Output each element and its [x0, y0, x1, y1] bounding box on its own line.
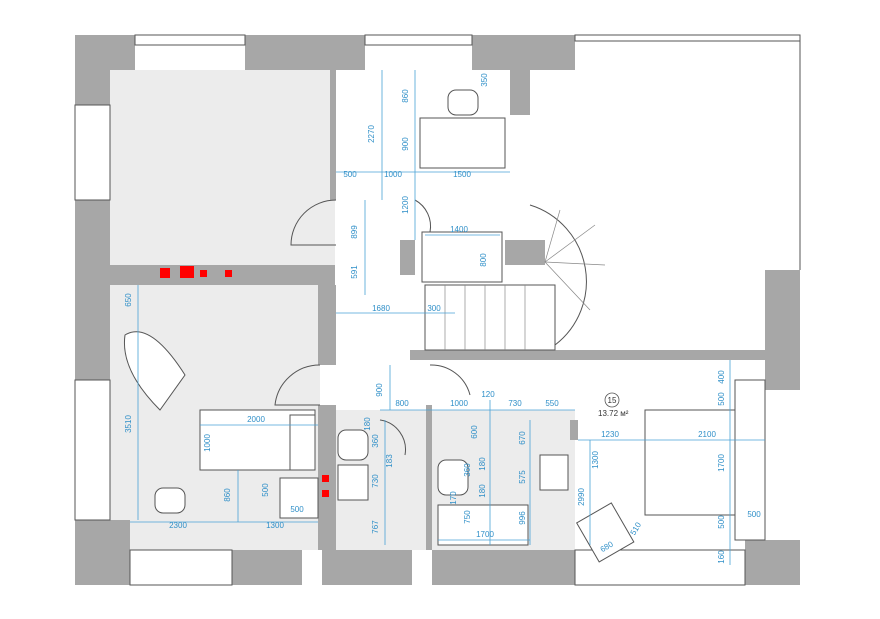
dimension-label-510: 510 [629, 520, 644, 537]
furniture [123, 89, 766, 563]
dimension-label-500: 500 [717, 392, 726, 406]
dimension-label-500: 500 [290, 505, 304, 514]
dimension-label-183: 183 [385, 454, 394, 468]
red-markers [160, 266, 329, 497]
dimension-label-996: 996 [518, 511, 527, 525]
dimension-label-1000: 1000 [450, 399, 468, 408]
dimension-label-1300: 1300 [591, 451, 600, 469]
dimension-label-1400: 1400 [450, 225, 468, 234]
exterior-walls [75, 35, 800, 585]
dimension-label-860: 860 [223, 488, 232, 502]
dimension-label-500: 500 [343, 170, 357, 179]
dimension-label-1000: 1000 [384, 170, 402, 179]
dimension-label-2000: 2000 [247, 415, 265, 424]
dimension-label-2990: 2990 [577, 488, 586, 506]
dimension-label-591: 591 [350, 265, 359, 279]
dimension-label-180: 180 [363, 417, 372, 431]
windows [74, 34, 801, 586]
dimension-label-120: 120 [481, 390, 495, 399]
dimension-labels: 350 860 2270 900 500 1000 1500 1200 899 1400 800 59… [124, 73, 761, 564]
dimension-label-900: 900 [375, 383, 384, 397]
dimension-lines [130, 70, 765, 565]
room-number: 15 [608, 396, 617, 405]
dimension-label-360: 360 [371, 434, 380, 448]
room-label: 15 13.72 м² [598, 392, 629, 418]
dimension-label-1230: 1230 [601, 430, 619, 439]
dimension-label-750: 750 [463, 510, 472, 524]
dimension-label-3510: 3510 [124, 415, 133, 433]
dimension-label-767: 767 [371, 520, 380, 534]
dimension-label-550: 550 [545, 399, 559, 408]
dimension-label-899: 899 [350, 225, 359, 239]
dimension-label-2100: 2100 [698, 430, 716, 439]
dimension-label-170: 170 [449, 491, 458, 505]
staircase [424, 204, 606, 351]
dimension-label-350: 350 [480, 73, 489, 87]
dimension-label-900: 900 [401, 137, 410, 151]
dimension-label-360: 360 [463, 463, 472, 477]
dimension-label-300: 300 [427, 304, 441, 313]
dimension-label-180: 180 [478, 484, 487, 498]
dimension-label-500: 500 [747, 510, 761, 519]
dimension-label-730: 730 [508, 399, 522, 408]
dimension-label-400: 400 [717, 370, 726, 384]
dimension-label-800: 800 [395, 399, 409, 408]
dimension-label-730: 730 [371, 474, 380, 488]
dimension-label-1500: 1500 [453, 170, 471, 179]
dimension-label-1200: 1200 [401, 196, 410, 214]
dimension-label-600: 600 [470, 425, 479, 439]
dimension-label-800: 800 [479, 253, 488, 267]
dimension-label-1700: 1700 [717, 454, 726, 472]
dimension-label-160: 160 [717, 550, 726, 564]
dimension-label-1700: 1700 [476, 530, 494, 539]
room-area: 13.72 м² [598, 409, 629, 418]
dimension-label-860: 860 [401, 89, 410, 103]
dimension-label-500: 500 [717, 515, 726, 529]
dimension-label-650: 650 [124, 293, 133, 307]
dimension-label-1000: 1000 [203, 434, 212, 452]
dimension-label-575: 575 [518, 470, 527, 484]
dimension-label-2270: 2270 [367, 125, 376, 143]
dimension-label-500: 500 [261, 483, 270, 497]
dimension-label-1680: 1680 [372, 304, 390, 313]
dimension-label-670: 670 [518, 431, 527, 445]
dimension-label-2300: 2300 [169, 521, 187, 530]
dimension-label-180: 180 [478, 457, 487, 471]
dimension-label-1300: 1300 [266, 521, 284, 530]
